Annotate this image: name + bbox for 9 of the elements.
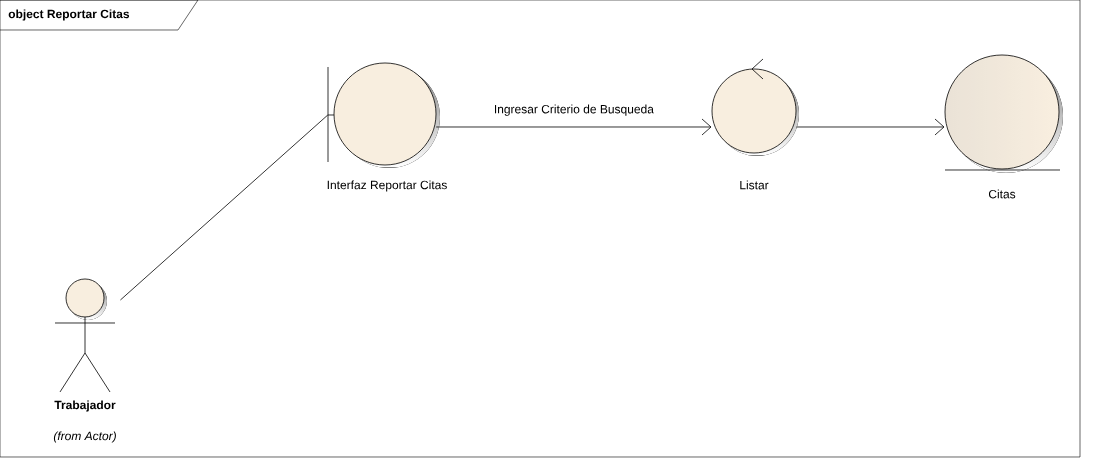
node-label: Citas <box>988 189 1016 199</box>
connector <box>435 118 712 136</box>
connector <box>120 114 329 301</box>
actor-origin: (from Actor) <box>53 431 116 443</box>
actor-name: Trabajador <box>54 400 116 412</box>
node-label: Interfaz Reportar Citas <box>327 180 447 192</box>
edge-label: Ingresar Criterio de Busqueda <box>494 104 654 116</box>
node-label: Listar <box>740 180 769 190</box>
connector <box>796 118 945 136</box>
